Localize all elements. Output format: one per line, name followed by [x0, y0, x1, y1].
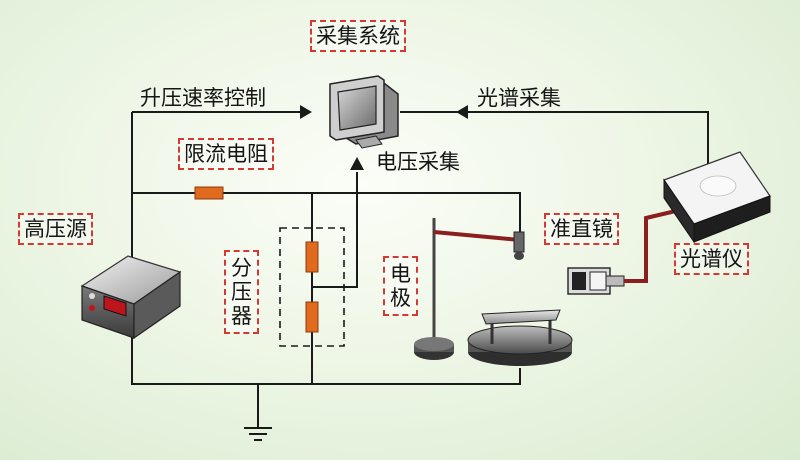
current-limiting-resistor-label: 限流电阻	[178, 138, 274, 171]
divider-resistor-bottom-icon	[305, 301, 319, 333]
ground-return-wire	[131, 330, 521, 385]
voltage-tap-wire	[312, 172, 358, 288]
spectrum-arrow	[456, 105, 468, 119]
high-voltage-source-label: 高压源	[18, 213, 93, 246]
electrode-char-2: 极	[390, 286, 411, 311]
electrode-char-1: 电	[390, 262, 411, 286]
voltage-divider-char-2: 压	[231, 280, 252, 305]
divider-dashed-box	[279, 227, 345, 347]
divider-resistor-top-icon	[305, 241, 319, 273]
spectrum-acquisition-label: 光谱采集	[477, 86, 561, 110]
sample-platform-icon	[467, 309, 573, 366]
ground-symbol-icon	[244, 427, 272, 441]
voltage-arrow	[350, 157, 364, 170]
electrode-stand-icon	[414, 218, 525, 360]
boost-rate-control-label: 升压速率控制	[140, 86, 266, 110]
junction-to-electrode-wire	[312, 192, 521, 232]
boost-arrow	[300, 105, 312, 119]
spectrum-acquisition-wire	[400, 111, 709, 165]
spectrometer-device-icon	[663, 151, 771, 244]
current-limiting-resistor-icon	[194, 186, 224, 200]
collimator-label: 准直镜	[544, 213, 619, 246]
spectrometer-label: 光谱仪	[674, 243, 749, 276]
collimator-icon	[567, 267, 625, 295]
voltage-acquisition-label: 电压采集	[376, 150, 460, 174]
electrode-label: 电 极	[383, 256, 418, 317]
computer-monitor-icon	[329, 75, 399, 149]
acquisition-system-label: 采集系统	[310, 20, 406, 53]
voltage-divider-char-1: 分	[231, 256, 252, 280]
voltage-divider-label: 分 压 器	[224, 250, 259, 335]
optical-fiber-icon	[624, 208, 681, 283]
voltage-divider-char-3: 器	[231, 304, 252, 329]
wires	[131, 111, 709, 428]
arrows	[300, 105, 468, 170]
high-voltage-power-supply-icon	[80, 255, 182, 340]
